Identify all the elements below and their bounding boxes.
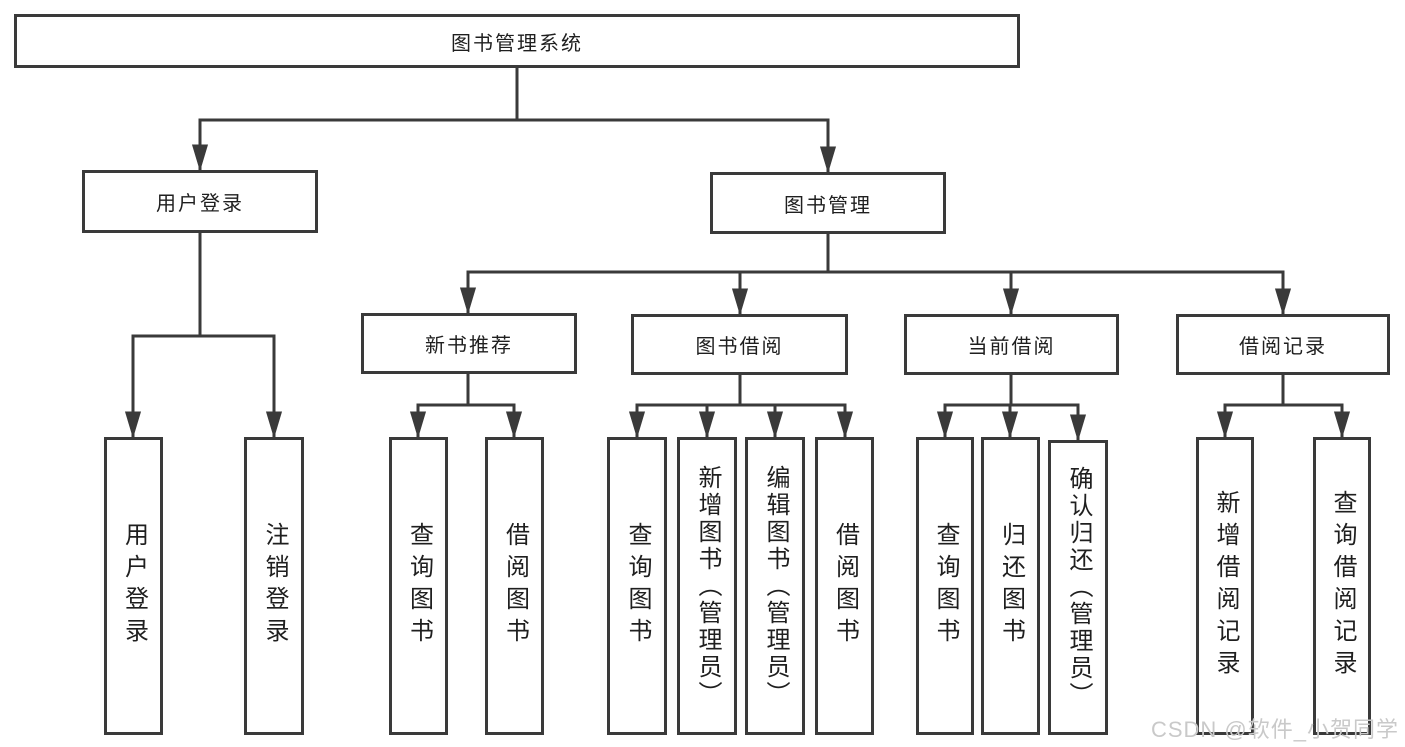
leaf-return-books: 归还图书 <box>981 437 1040 735</box>
node-user-login-label: 用户登录 <box>156 193 244 215</box>
connector-current-borrow-to-leaves <box>936 373 1087 442</box>
leaf-query-books-borrow: 查询图书 <box>607 437 667 735</box>
leaf-query-books-current-label: 查询图书 <box>932 522 959 650</box>
leaf-confirm-return-admin: 确认归还（管理员） <box>1048 440 1108 735</box>
node-new-book-recommend: 新书推荐 <box>361 313 577 374</box>
leaf-return-books-label: 归还图书 <box>997 522 1025 650</box>
connector-borrow-record-to-leaves <box>1216 373 1351 439</box>
node-borrow-record: 借阅记录 <box>1176 314 1390 375</box>
leaf-borrow-books: 借阅图书 <box>815 437 874 735</box>
node-root: 图书管理系统 <box>14 14 1020 68</box>
connector-root-to-level2 <box>191 66 837 174</box>
leaf-query-books-current: 查询图书 <box>916 437 974 735</box>
connector-book-mgmt-to-level3 <box>459 232 1292 316</box>
leaf-edit-books-admin: 编辑图书（管理员） <box>745 437 805 735</box>
node-current-borrow-label: 当前借阅 <box>967 336 1056 358</box>
leaf-query-borrow-record-label: 查询借阅记录 <box>1329 490 1356 682</box>
leaf-logout: 注销登录 <box>244 437 304 735</box>
leaf-borrow-books-label: 借阅图书 <box>831 522 859 650</box>
node-borrow-record-label: 借阅记录 <box>1239 336 1327 358</box>
node-book-management: 图书管理 <box>710 172 946 234</box>
leaf-borrow-books-recommend-label: 借阅图书 <box>501 522 529 650</box>
leaf-add-borrow-record-label: 新增借阅记录 <box>1212 490 1239 682</box>
leaf-user-login: 用户登录 <box>104 437 163 735</box>
connector-book-borrow-to-leaves <box>628 373 854 439</box>
node-current-borrow: 当前借阅 <box>904 314 1119 375</box>
leaf-query-books-recommend: 查询图书 <box>389 437 448 735</box>
connector-user-login-to-leaves <box>124 231 283 439</box>
connector-new-book-to-leaves <box>409 372 523 439</box>
leaf-edit-books-admin-label: 编辑图书（管理员） <box>762 464 789 708</box>
node-new-book-recommend-label: 新书推荐 <box>425 335 513 357</box>
leaf-query-books-recommend-label: 查询图书 <box>405 522 433 650</box>
leaf-add-books-admin: 新增图书（管理员） <box>677 437 737 735</box>
leaf-add-borrow-record: 新增借阅记录 <box>1196 437 1254 735</box>
leaf-logout-label: 注销登录 <box>261 522 288 650</box>
leaf-user-login-label: 用户登录 <box>120 522 148 650</box>
leaf-query-borrow-record: 查询借阅记录 <box>1313 437 1371 735</box>
node-user-login: 用户登录 <box>82 170 318 233</box>
node-book-management-label: 图书管理 <box>784 194 872 217</box>
node-book-borrow-label: 图书借阅 <box>695 336 784 358</box>
leaf-borrow-books-recommend: 借阅图书 <box>485 437 544 735</box>
watermark-text: CSDN @软件_小贺同学 <box>1150 717 1399 742</box>
node-book-borrow: 图书借阅 <box>631 314 848 375</box>
leaf-confirm-return-admin-label: 确认归还（管理员） <box>1065 466 1092 709</box>
leaf-add-books-admin-label: 新增图书（管理员） <box>694 464 721 708</box>
node-root-label: 图书管理系统 <box>451 32 583 55</box>
leaf-query-books-borrow-label: 查询图书 <box>624 522 651 650</box>
